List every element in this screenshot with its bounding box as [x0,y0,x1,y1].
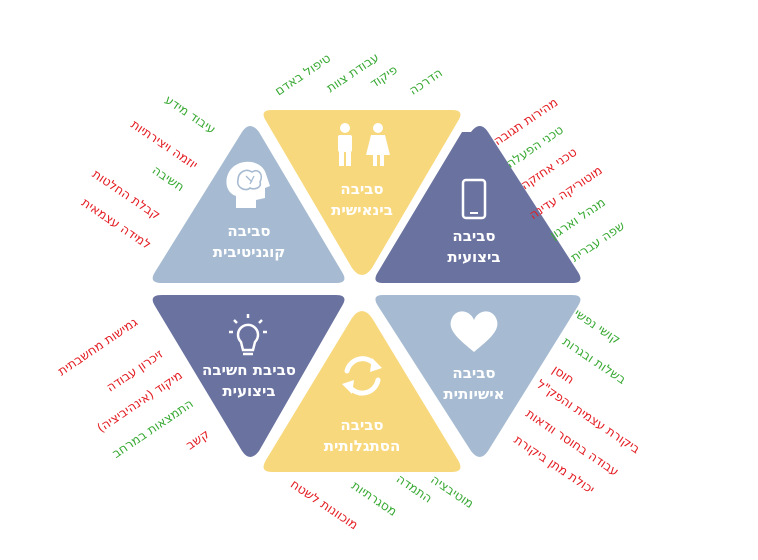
label-adaptation-2: התמדה [394,471,435,506]
label-adaptation-4: מוכוונות לשטח [288,476,361,532]
segment-cognitive: סביבה קוגניטיבית [152,126,345,283]
label-performance-thinking-5: קשב [183,426,212,452]
segment-personal-title-line1: סביבה [452,364,495,382]
segment-adaptation: סביבה הסתגלותית [263,311,461,472]
segment-interpersonal-title-line2: בינאישית [331,201,393,219]
segment-performance-thinking-title-line1: סביבת חשיבה [202,361,296,379]
heart-icon [450,311,498,352]
lightbulb-icon [229,314,267,356]
segment-cognitive-title-line1: סביבה [227,222,270,240]
segment-adaptation-title-line1: סביבה [340,416,383,434]
segment-interpersonal: סביבה בינאישית [263,110,461,275]
smartphone-icon [461,178,487,220]
segment-personal: סביבה אישיותית [375,295,581,457]
people-icon [338,123,390,166]
label-cognitive-3: חשיבה [150,162,188,194]
refresh-arrow-bottom [342,380,354,394]
label-interpersonal-1: טיפול באדם [272,50,333,98]
label-interpersonal-4: הדרכה [406,65,445,98]
segment-personal-title-line2: אישיותית [443,385,504,403]
segment-interpersonal-shape [263,110,461,275]
segment-interpersonal-title-line1: סביבה [340,180,383,198]
refresh-arrow-top [370,358,382,372]
segment-performance-thinking: סביבת חשיבה ביצועית [152,295,345,457]
segment-performance-title-line2: ביצועית [447,248,500,266]
segment-adaptation-title-line2: הסתגלותית [324,437,401,455]
label-adaptation-3: מסגרתיות [349,478,400,519]
segment-performance-title-line1: סביבה [452,227,495,245]
segment-performance-thinking-shape [152,295,345,457]
label-performance-thinking-3: מיקוד (אינהיביציה) [94,367,185,435]
label-adaptation-1: מוטיבציה [428,472,477,512]
segment-performance: סביבה ביצועית [375,126,581,283]
label-cognitive-1: עיבוד מידע [162,92,218,137]
segment-cognitive-title-line2: קוגניטיבית [213,243,286,261]
segment-performance-shape [375,126,581,283]
segment-performance-thinking-title-line2: ביצועית [222,382,275,400]
brain-head-icon [226,161,270,208]
label-cognitive-2: יוזמה ויצירתיות [128,116,200,172]
segment-personal-shape [375,295,581,457]
